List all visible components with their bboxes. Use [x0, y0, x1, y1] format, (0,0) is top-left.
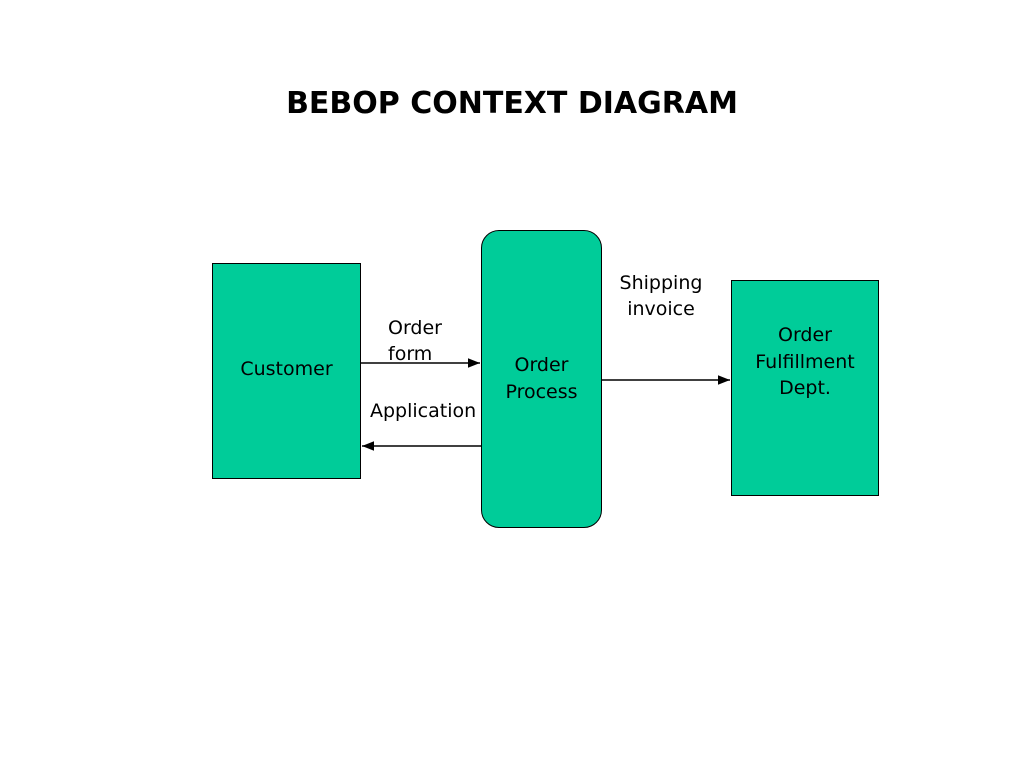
order-form-label: Order form — [388, 317, 442, 365]
customer-entity: Customer — [212, 263, 361, 479]
order-process-node: Order Process — [481, 230, 602, 528]
shipping-invoice-label: Shipping invoice — [619, 272, 703, 320]
diagram-title: BEBOP CONTEXT DIAGRAM — [286, 86, 738, 121]
order-process-label: Order Process — [505, 353, 578, 403]
order-fulfillment-entity: Order Fulfillment Dept. — [731, 280, 879, 496]
order-fulfillment-label: Order Fulfillment Dept. — [755, 324, 855, 400]
customer-label: Customer — [240, 357, 333, 380]
application-label: Application — [370, 400, 477, 422]
